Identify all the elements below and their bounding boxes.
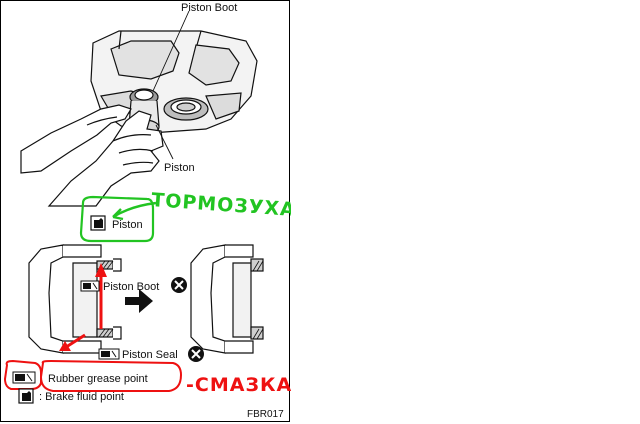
piston-label-brake: Piston <box>112 219 143 231</box>
caliper-cross-section-left <box>28 244 122 354</box>
brake-fluid-icon <box>18 388 34 404</box>
piston-label-top: Piston <box>164 162 195 174</box>
caliper-bore <box>163 97 209 121</box>
service-manual-figure: Piston Boot Piston ТОРМОЗУХА Piston <box>0 0 291 422</box>
caliper-cross-section-right <box>190 244 264 354</box>
green-annotation-text: ТОРМОЗУХА <box>151 189 291 221</box>
red-highlight-box <box>39 359 183 392</box>
leader-lines-top <box>152 10 190 160</box>
brake-fluid-legend: : Brake fluid point <box>39 391 124 403</box>
do-not-reuse-icon-boot <box>171 277 187 293</box>
rubber-grease-legend: Rubber grease point <box>48 373 148 385</box>
red-arrows <box>59 263 107 351</box>
piston-boot-label-top: Piston Boot <box>181 2 237 14</box>
arrow-right-icon <box>125 289 153 313</box>
piston-boot-label-mid: Piston Boot <box>103 281 159 293</box>
grease-hatching-right <box>252 260 264 340</box>
green-highlight-box <box>79 195 155 243</box>
piston-seal-label: Piston Seal <box>122 349 178 361</box>
figure-code: FBR017 <box>247 409 284 420</box>
hands-illustration <box>20 104 164 207</box>
rubber-grease-icon-seal <box>98 348 120 360</box>
rubber-grease-icon-boot <box>80 280 100 292</box>
brake-fluid-icon <box>90 215 106 231</box>
rubber-grease-icon <box>12 371 36 384</box>
green-arrow <box>112 201 157 221</box>
diagram-canvas: Piston Boot Piston ТОРМОЗУХА Piston <box>3 2 291 420</box>
grease-hatching-left <box>98 260 114 338</box>
do-not-reuse-icon-seal <box>188 346 204 362</box>
